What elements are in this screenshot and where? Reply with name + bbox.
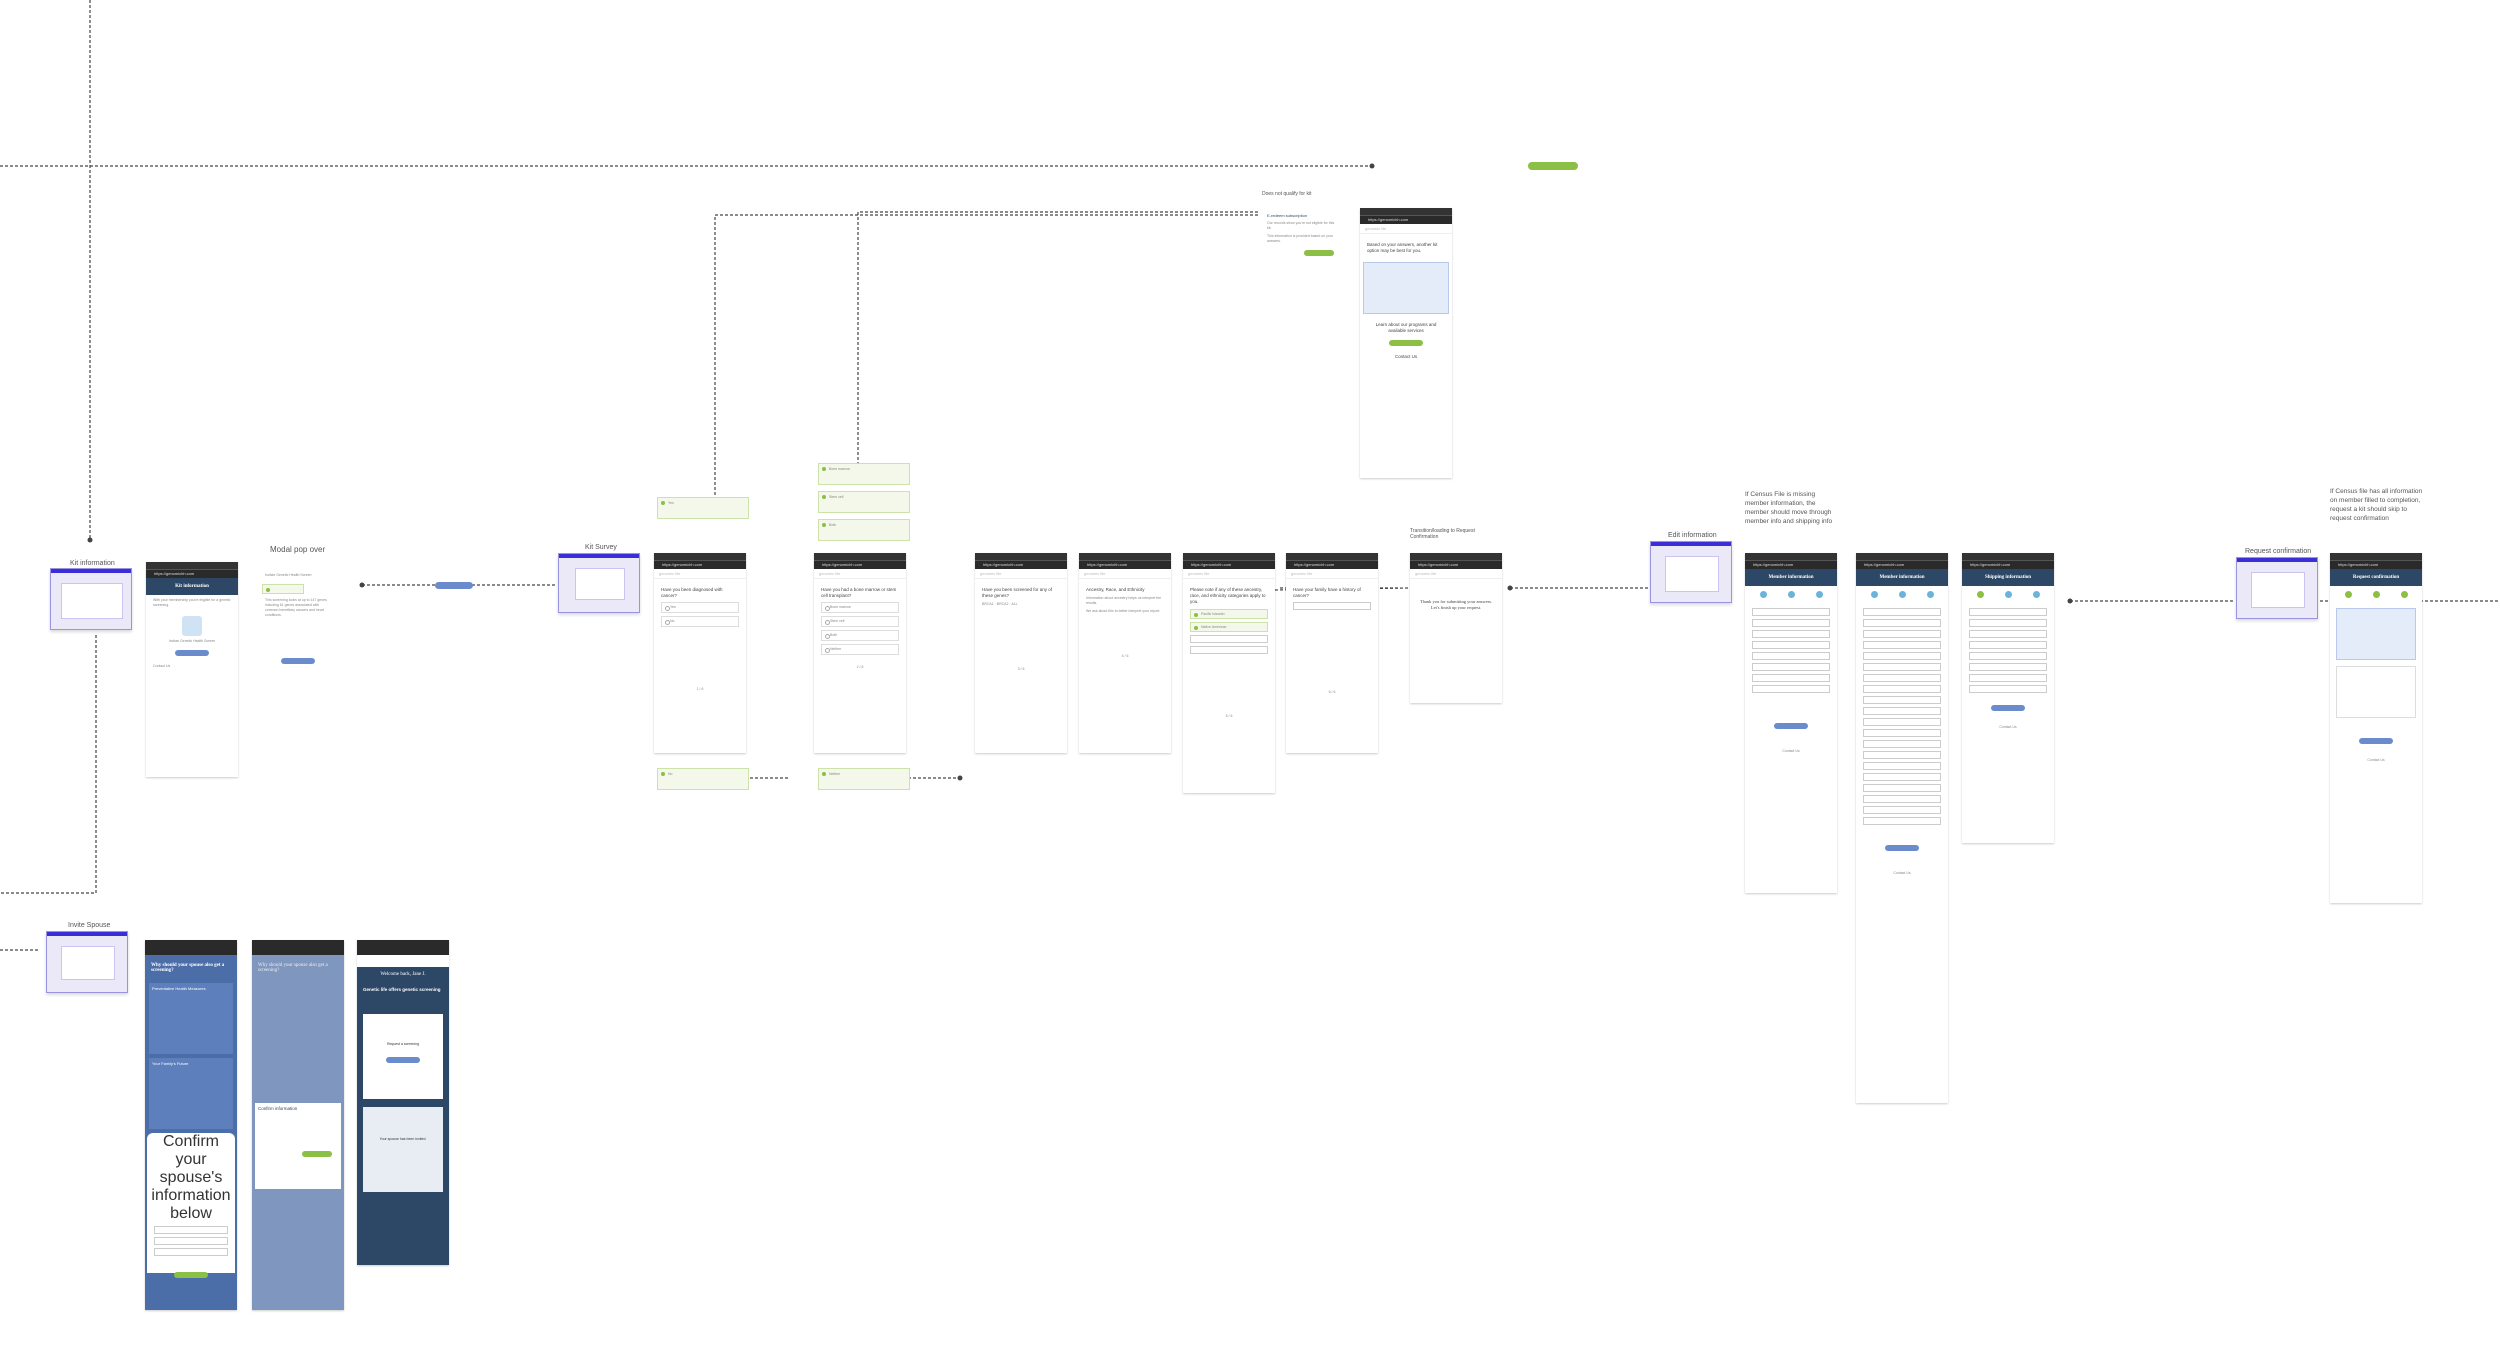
member-info-screen-2: https://genomichh.com Member information… [1856, 553, 1948, 1103]
spouse-confirm-screen: Why should your spouse also get a screen… [252, 940, 344, 1310]
invite-spouse-label: Invite Spouse [68, 922, 111, 929]
has-all-info-note: If Census file has all information on me… [2330, 488, 2423, 522]
modal-pop-over: Invitae Genetic Health Screen This scree… [258, 570, 338, 725]
request-kit-button[interactable] [175, 650, 209, 656]
kit-information-label: Kit information [70, 560, 115, 567]
request-kit-pill[interactable] [435, 582, 473, 589]
dnq-screen: https://genomichh.com genomic life Based… [1360, 208, 1452, 478]
edit-information-thumbnail[interactable] [1650, 541, 1732, 603]
branch-both-card: Both [818, 519, 910, 541]
start-pill[interactable] [1528, 162, 1578, 170]
branch-bone-card: Bone marrow [818, 463, 910, 485]
kit-survey-label: Kit Survey [585, 544, 617, 551]
kit-survey-thumbnail[interactable] [558, 553, 640, 613]
branch-stem-card: Stem cell [818, 491, 910, 513]
request-confirmation-screen: https://genomichh.com Request confirmati… [2330, 553, 2422, 903]
kit-information-screen: https://genomichh.com Kit information Wi… [146, 562, 238, 777]
spouse-welcome-screen: Welcome back, Jane J. Genetic life offer… [357, 940, 449, 1265]
missing-info-note: If Census File is missing member informa… [1745, 491, 1833, 525]
branch-no-card: No [657, 768, 749, 790]
invite-spouse-thumbnail[interactable] [46, 931, 128, 993]
branch-neither-card: Neither [818, 768, 910, 790]
modal-pop-over-label: Modal pop over [270, 545, 326, 554]
dnq-modal: E-redeem subscription Our records show y… [1260, 210, 1342, 310]
dnq-note: Does not qualify for kit [1262, 191, 1312, 197]
request-confirmation-thumbnail[interactable] [2236, 557, 2318, 619]
shipping-info-screen: https://genomichh.com Shipping informati… [1962, 553, 2054, 843]
transition-note: Transition/loading to Request Confirmati… [1410, 528, 1475, 540]
member-info-screen-1: https://genomichh.com Member information… [1745, 553, 1837, 893]
kit-information-thumbnail[interactable] [50, 568, 132, 630]
spouse-why-screen: Why should your spouse also get a screen… [145, 940, 237, 1310]
request-confirmation-label: Request confirmation [2245, 548, 2312, 555]
branch-yes-card: Yes [657, 497, 749, 519]
edit-information-label: Edit information [1668, 532, 1717, 539]
